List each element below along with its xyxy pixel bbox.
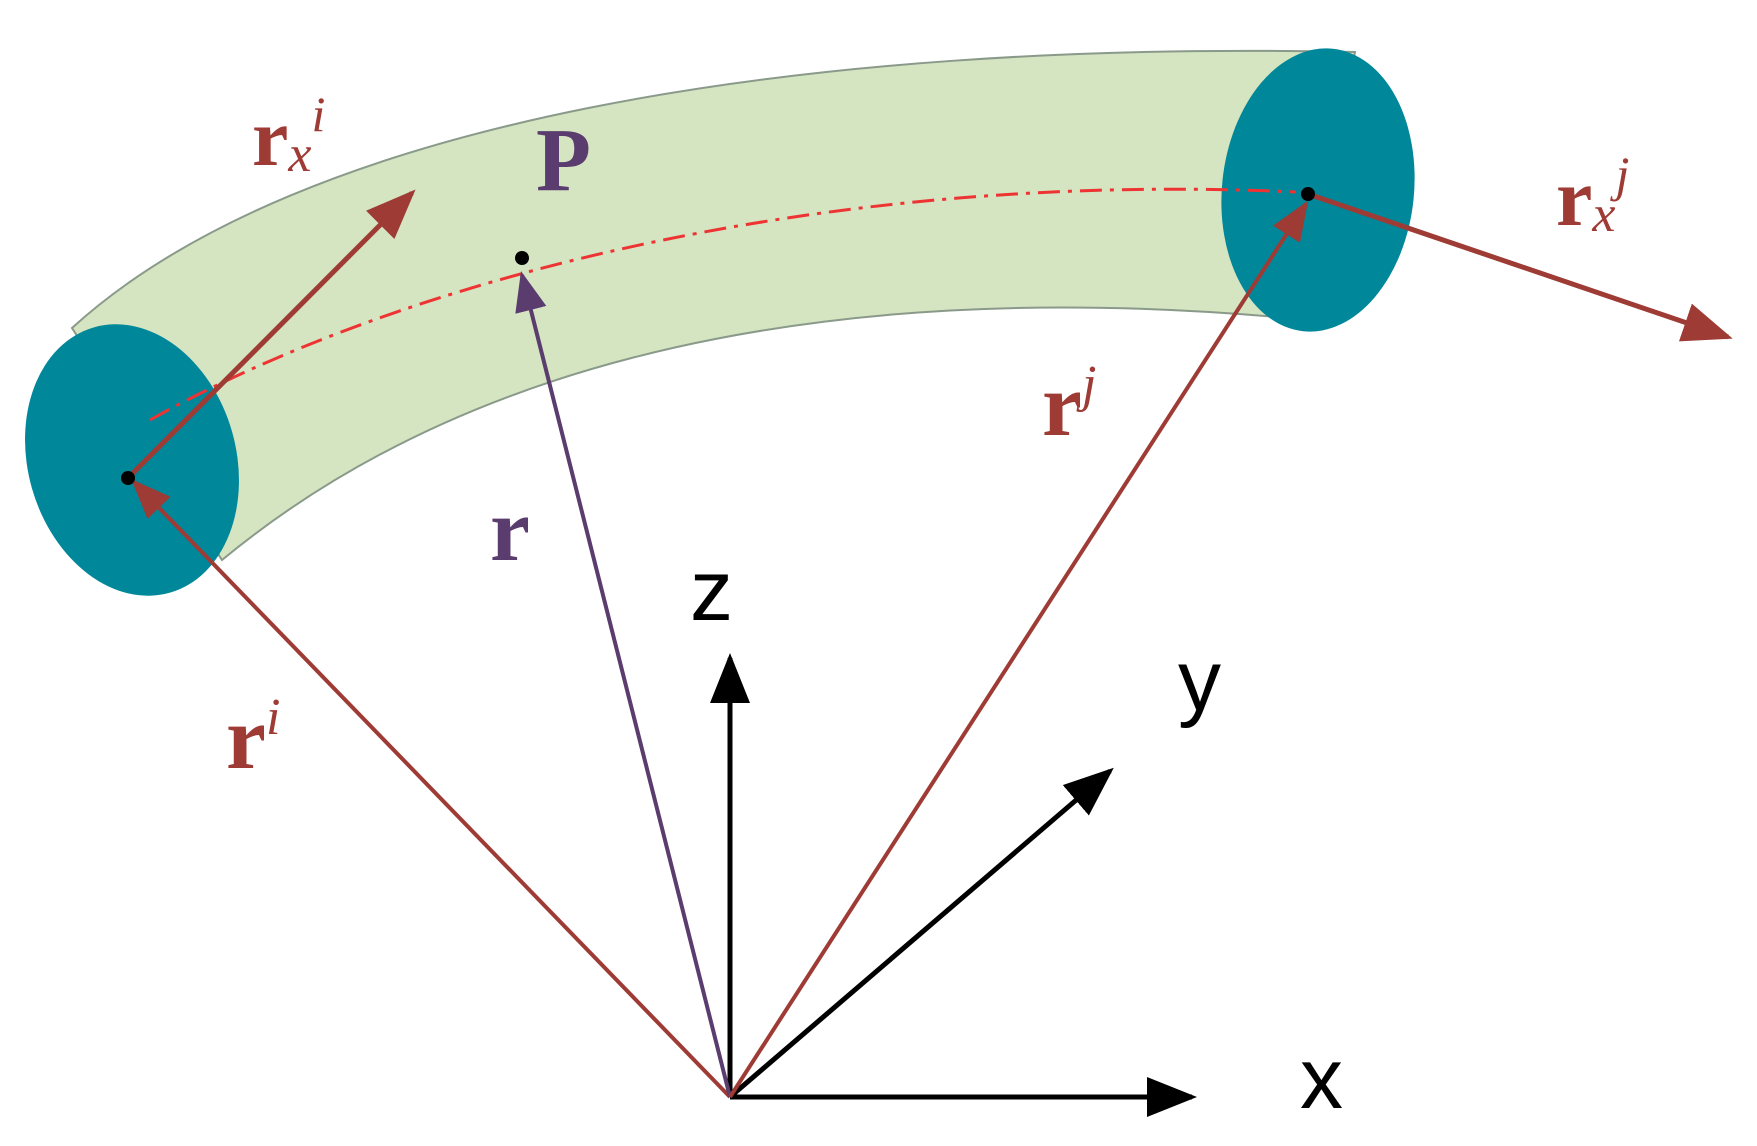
label-rx-j-sub: x [1591, 186, 1615, 243]
label-r-i: ri [226, 689, 280, 788]
label-z: z [690, 543, 733, 639]
label-rx-i-sub: x [287, 126, 311, 183]
label-x: x [1300, 1031, 1343, 1127]
beam-end-face-i [25, 324, 239, 596]
label-r-i-sup: i [266, 689, 280, 746]
tangent-vector-rxj [1307, 191, 1733, 342]
position-vector-rj [728, 200, 1309, 1099]
label-p: P [536, 111, 591, 210]
node-i-dot [121, 471, 135, 485]
node-j-dot [1301, 187, 1315, 201]
point-p-dot [515, 251, 529, 265]
label-rx-i-sup: i [312, 86, 326, 142]
position-vector-ri [131, 479, 732, 1099]
position-vector-r [515, 271, 732, 1098]
beam-centerline [149, 187, 1297, 422]
label-r: r [490, 481, 530, 580]
label-r-j: rj [1042, 356, 1096, 455]
label-r-j-sup: j [1076, 356, 1096, 413]
y-axis [728, 767, 1114, 1099]
tangent-vector-rxi [126, 189, 416, 480]
label-r-j-base: r [1042, 356, 1082, 455]
label-rx-j-base: r [1556, 152, 1592, 243]
label-rx-i-base: r [252, 92, 288, 183]
beam-body [70, 49, 1357, 562]
label-r-i-base: r [226, 689, 266, 788]
label-rx-j: rxj [1556, 146, 1629, 243]
label-rx-i: rxi [252, 86, 325, 183]
label-y: y [1178, 633, 1221, 729]
